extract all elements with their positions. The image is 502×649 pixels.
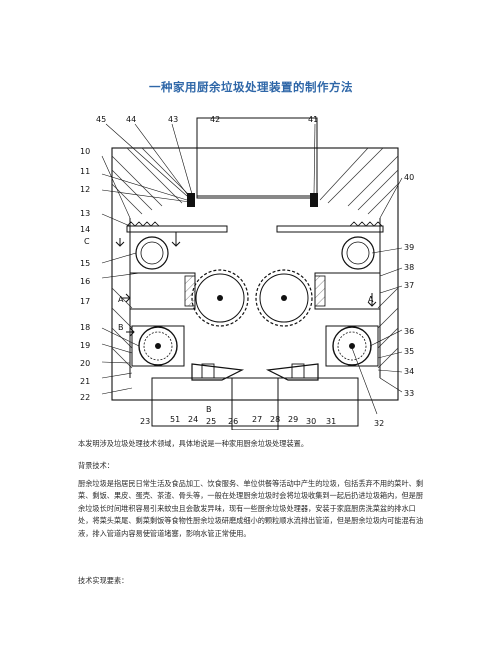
- label-33: 33: [404, 389, 414, 398]
- label-26: 26: [228, 417, 238, 426]
- background-paragraph: 厨余垃圾是指居民日常生活及食品加工、饮食服务、单位供餐等活动中产生的垃圾，包括丢…: [78, 479, 424, 538]
- intro-paragraph: 本发明涉及垃圾处理技术领域，具体地说是一种家用厨余垃圾处理装置。: [78, 439, 309, 448]
- background-heading: 背景技术：: [78, 461, 114, 470]
- label-15: 15: [80, 259, 90, 268]
- label-37: 37: [404, 281, 414, 290]
- label-20: 20: [80, 359, 90, 368]
- right-gear: [255, 269, 313, 327]
- label-34: 34: [404, 367, 414, 376]
- label-44: 44: [126, 115, 136, 124]
- figure-labels: 45 44 43 42 10 11 12 13 14 C 15 16 17 A …: [80, 115, 414, 428]
- label-39: 39: [404, 243, 414, 252]
- left-gear: [191, 269, 249, 327]
- label-38: 38: [404, 263, 414, 272]
- label-35: 35: [404, 347, 414, 356]
- document-title: 一种家用厨余垃圾处理装置的制作方法: [149, 80, 353, 94]
- label-A-right: A: [368, 295, 374, 304]
- label-A-left: A: [118, 295, 124, 304]
- label-41: 41: [308, 115, 318, 124]
- patent-figure: 45 44 43 42 10 11 12 13 14 C 15 16 17 A …: [80, 115, 414, 430]
- label-C: C: [84, 237, 90, 246]
- label-13: 13: [80, 209, 90, 218]
- label-10: 10: [80, 147, 90, 156]
- label-27: 27: [252, 415, 262, 424]
- label-11: 11: [80, 167, 90, 176]
- label-16: 16: [80, 277, 90, 286]
- label-28: 28: [270, 415, 280, 424]
- label-17: 17: [80, 297, 90, 306]
- right-slant-plate: [265, 363, 319, 381]
- label-24: 24: [188, 415, 198, 424]
- label-B-bottom: B: [206, 405, 212, 414]
- label-43: 43: [168, 115, 178, 124]
- label-25: 25: [206, 417, 216, 426]
- label-22: 22: [80, 393, 90, 402]
- label-29: 29: [288, 415, 298, 424]
- right-plate: [276, 225, 384, 233]
- left-lower-roller: [138, 326, 178, 366]
- hatched-walls: [111, 147, 399, 369]
- inlet-pipe: [196, 117, 318, 199]
- left-slant-plate: [191, 363, 245, 381]
- label-23: 23: [140, 417, 150, 426]
- label-40: 40: [404, 173, 414, 182]
- label-42: 42: [210, 115, 220, 124]
- label-36: 36: [404, 327, 414, 336]
- label-51: 51: [170, 415, 180, 424]
- label-32: 32: [374, 419, 384, 428]
- label-21: 21: [80, 377, 90, 386]
- right-lower-roller: [332, 326, 372, 366]
- label-B-left: B: [118, 323, 124, 332]
- label-31: 31: [326, 417, 336, 426]
- housing-outer: [111, 147, 399, 401]
- label-12: 12: [80, 185, 90, 194]
- label-18: 18: [80, 323, 90, 332]
- label-45: 45: [96, 115, 106, 124]
- label-19: 19: [80, 341, 90, 350]
- right-upper-roller: [341, 236, 375, 270]
- label-30: 30: [306, 417, 316, 426]
- label-14: 14: [80, 225, 90, 234]
- tech-heading: 技术实现要素：: [78, 576, 129, 585]
- left-plate: [126, 225, 228, 233]
